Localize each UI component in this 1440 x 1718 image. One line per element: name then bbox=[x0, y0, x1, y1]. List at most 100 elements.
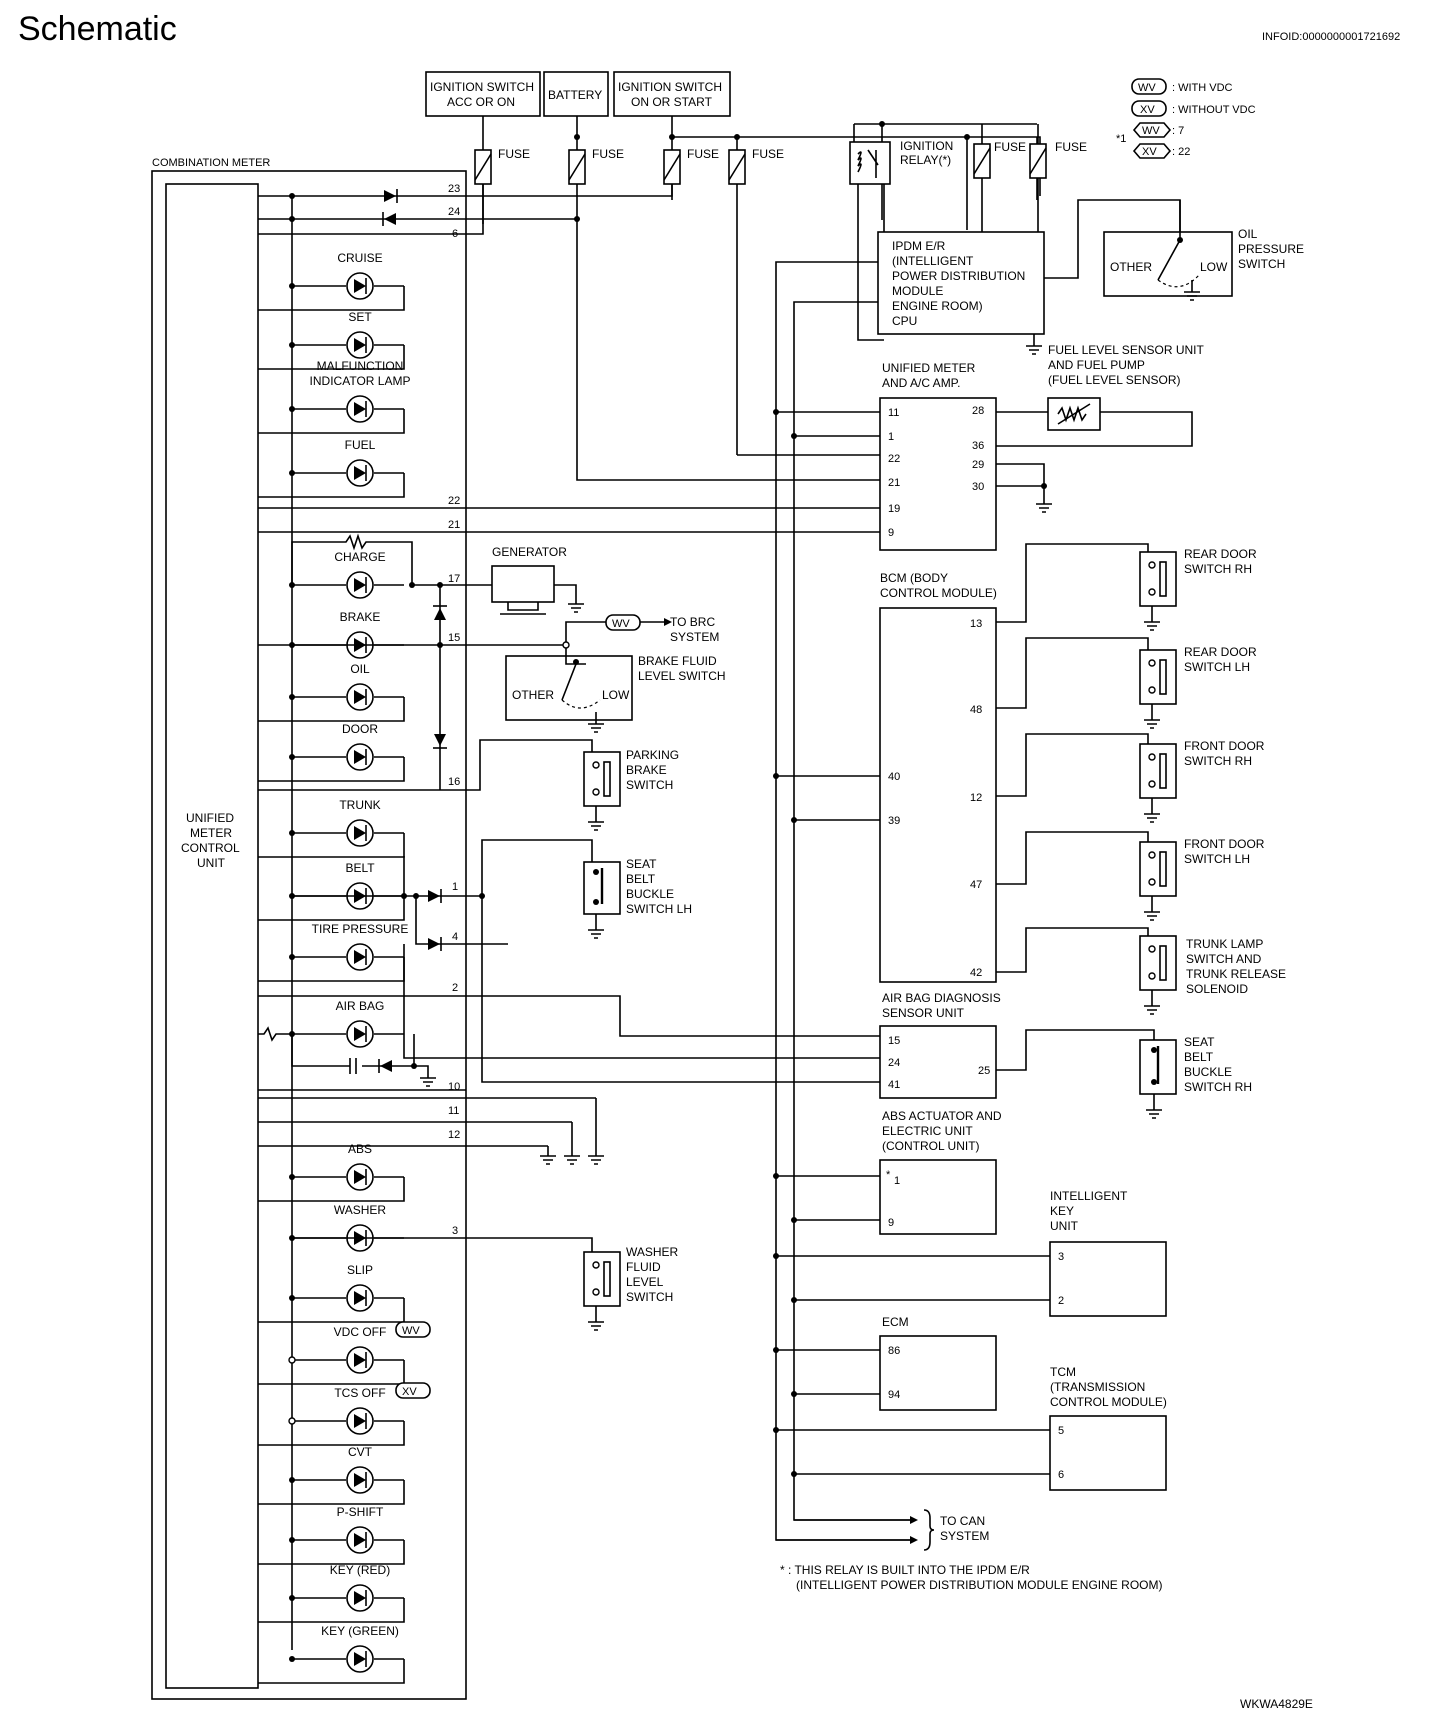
bcm-label-1: BCM (BODY bbox=[880, 571, 948, 585]
abs-actuator-electric-unit: ABS ACTUATOR AND ELECTRIC UNIT (CONTROL … bbox=[773, 1109, 1002, 1235]
airbag-pin-41: 41 bbox=[888, 1079, 900, 1091]
indicator-lamp-1: SET bbox=[258, 310, 405, 370]
generator: GENERATOR bbox=[491, 545, 584, 615]
combination-meter: COMBINATION METER UNIFIED METER CONTROL … bbox=[151, 157, 604, 1700]
signal-wiring bbox=[403, 184, 880, 1252]
ikey-label-1: INTELLIGENT bbox=[1050, 1189, 1128, 1203]
meter-pin-23: 23 bbox=[448, 183, 460, 195]
fuse-label-1: FUSE bbox=[498, 147, 530, 161]
door-switch-label-1-2: SWITCH LH bbox=[1184, 660, 1250, 674]
brake-fluid-label-1: BRAKE FLUID bbox=[638, 654, 717, 668]
umcu-label-1: UNIFIED bbox=[186, 811, 234, 825]
relay-label-2: RELAY(*) bbox=[900, 153, 951, 167]
airbag-unit-label-2: SENSOR UNIT bbox=[882, 1006, 965, 1020]
ipdm-label-3: POWER DISTRIBUTION bbox=[892, 269, 1025, 283]
indicator-lamp-8: TRUNK bbox=[258, 798, 405, 858]
fuse-ipdm-2 bbox=[1029, 143, 1047, 179]
oil-switch-label-3: SWITCH bbox=[1238, 257, 1285, 271]
fuse-battery bbox=[568, 149, 586, 185]
indicator-lamp-4: CHARGE bbox=[289, 550, 404, 599]
legend-xv-tag: XV bbox=[1140, 104, 1155, 116]
abs-pin-1: 1 bbox=[894, 1175, 900, 1187]
bcm-pin-42: 42 bbox=[970, 967, 982, 979]
fuse-label-4: FUSE bbox=[752, 147, 784, 161]
meter-pin-15: 15 bbox=[448, 632, 460, 644]
diode-belt-1 bbox=[428, 889, 442, 903]
lamp-label-11: TIRE PRESSURE bbox=[312, 922, 409, 936]
meter-pin-16: 16 bbox=[448, 776, 460, 788]
lamp-label-18: CVT bbox=[348, 1445, 373, 1459]
fuse-label-6: FUSE bbox=[1055, 140, 1087, 154]
airbag-diode bbox=[378, 1059, 392, 1073]
indicator-lamp-7: DOOR bbox=[258, 722, 405, 782]
legend-wv-tag: WV bbox=[1138, 82, 1156, 94]
bcm-pin-12: 12 bbox=[970, 792, 982, 804]
washer-label-4: SWITCH bbox=[626, 1290, 673, 1304]
lamp-label-3: INDICATOR LAMP bbox=[310, 374, 411, 388]
amp-pin-22: 22 bbox=[888, 453, 900, 465]
washer-fluid-level-switch: WASHER FLUID LEVEL SWITCH bbox=[583, 1245, 679, 1331]
bcm-pin-39: 39 bbox=[888, 815, 900, 827]
brc-and-brake-fluid: WV TO BRC SYSTEM OTHER LOW BRAKE FLUID L… bbox=[505, 614, 726, 733]
ignition-on-label-1: IGNITION SWITCH bbox=[618, 80, 722, 94]
bcm-pin-48: 48 bbox=[970, 704, 982, 716]
meter-pin-4: 4 bbox=[452, 931, 458, 943]
lamp-label-19: P-SHIFT bbox=[337, 1505, 384, 1519]
fuse-ign-2 bbox=[728, 149, 746, 185]
fuse-label-3: FUSE bbox=[687, 147, 719, 161]
ignition-acc-label-1: IGNITION SWITCH bbox=[430, 80, 534, 94]
meter-pin-21: 21 bbox=[448, 519, 460, 531]
airbag-pin-15: 15 bbox=[888, 1035, 900, 1047]
bcm-pin-47: 47 bbox=[970, 879, 982, 891]
indicator-lamp-13: WASHER bbox=[289, 1203, 404, 1252]
image-code: WKWA4829E bbox=[1240, 1697, 1313, 1711]
ikey-pin-3: 3 bbox=[1058, 1251, 1064, 1263]
legend-wv-pin: : 7 bbox=[1172, 125, 1184, 137]
brake-fluid-low: LOW bbox=[602, 688, 630, 702]
tcm-pin-6: 6 bbox=[1058, 1469, 1064, 1481]
indicator-lamp-19: KEY (RED) bbox=[258, 1563, 405, 1623]
abs-pin-9: 9 bbox=[888, 1217, 894, 1229]
battery-box bbox=[543, 71, 609, 117]
brake-fluid-other: OTHER bbox=[512, 688, 554, 702]
trunk-lamp-label-4: SOLENOID bbox=[1186, 982, 1248, 996]
umcu-label-3: CONTROL bbox=[181, 841, 240, 855]
ignition-relay bbox=[849, 141, 891, 341]
fuse-ign-1 bbox=[663, 149, 681, 185]
amp-pin-11: 11 bbox=[888, 407, 899, 419]
lamp-label-16: VDC OFF bbox=[334, 1325, 387, 1339]
diode-charge-brake bbox=[433, 605, 447, 620]
trunk-lamp-label-3: TRUNK RELEASE bbox=[1186, 967, 1286, 981]
lamp-label-9: TRUNK bbox=[339, 798, 380, 812]
parking-brake-label-1: PARKING bbox=[626, 748, 679, 762]
seat-belt-buckle-switch-lh: SEAT BELT BUCKLE SWITCH LH bbox=[583, 857, 692, 939]
washer-label-2: FLUID bbox=[626, 1260, 661, 1274]
umcu-label-4: UNIT bbox=[197, 856, 226, 870]
legend-wv-desc: : WITH VDC bbox=[1172, 82, 1233, 94]
abs-label-3: (CONTROL UNIT) bbox=[882, 1139, 980, 1153]
lamp-label-14: WASHER bbox=[334, 1203, 387, 1217]
ignition-on-box bbox=[613, 71, 731, 117]
bcm: BCM (BODY CONTROL MODULE) 13 48 12 47 42… bbox=[773, 543, 1149, 983]
tcm-label-2: (TRANSMISSION bbox=[1050, 1380, 1145, 1394]
indicator-lamp-20: KEY (GREEN) bbox=[258, 1624, 405, 1684]
brake-fluid-label-2: LEVEL SWITCH bbox=[638, 669, 726, 683]
info-id: INFOID:0000000001721692 bbox=[1262, 31, 1400, 43]
lamp-label-5: CHARGE bbox=[334, 550, 385, 564]
lamp-tag-text-wv: WV bbox=[402, 1325, 420, 1337]
brc-label-2: SYSTEM bbox=[670, 630, 719, 644]
meter-pin-10: 10 bbox=[448, 1081, 460, 1093]
unified-meter-control-unit bbox=[165, 183, 259, 1689]
meter-pin-6: 6 bbox=[452, 228, 458, 240]
indicator-lamp-5: BRAKE bbox=[289, 610, 404, 659]
fuse-acc bbox=[474, 149, 492, 185]
tcm-pin-5: 5 bbox=[1058, 1425, 1064, 1437]
legend-star: *1 bbox=[1116, 133, 1126, 145]
ikey-pin-2: 2 bbox=[1058, 1295, 1064, 1307]
lamp-label-12: AIR BAG bbox=[336, 999, 385, 1013]
